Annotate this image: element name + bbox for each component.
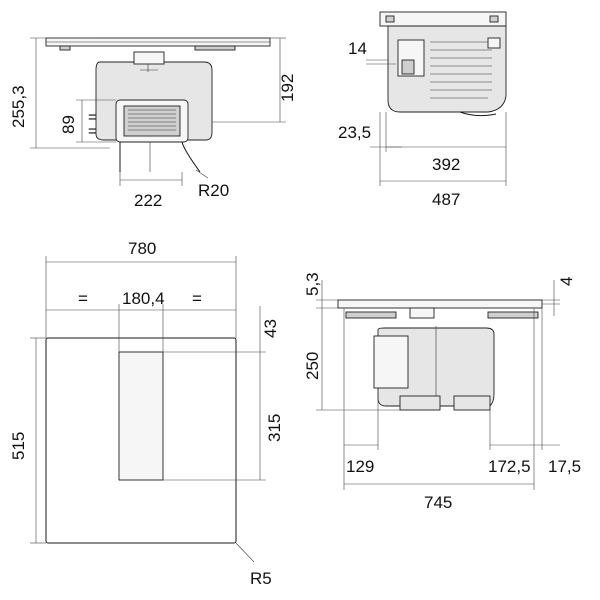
- section-left-offset: 129: [346, 457, 374, 476]
- section-glass-thickness: 5,3: [303, 272, 322, 296]
- side-section-view: 5,3 4 250 129 172,5 17,5 745: [303, 272, 581, 512]
- side-outlet-width: 222: [134, 191, 162, 210]
- extraction-slot: [118, 351, 164, 481]
- front-offset-small: 14: [348, 39, 367, 58]
- hob-outline: [45, 337, 237, 544]
- front-offset-left: 23,5: [338, 123, 371, 142]
- top-depth: 515: [9, 432, 28, 460]
- section-overall-width: 745: [424, 493, 452, 512]
- side-view: = = 255,3 192 89 222 R20: [9, 37, 297, 210]
- side-outlet-height: 89: [59, 115, 78, 134]
- top-slot-width: 180,4: [122, 289, 165, 308]
- top-equal-right: =: [192, 289, 202, 308]
- section-edge-offset: 17,5: [548, 457, 581, 476]
- side-body-height: 192: [278, 74, 297, 102]
- front-inner-width: 392: [432, 155, 460, 174]
- section-body-height: 250: [303, 352, 322, 380]
- svg-text:=: =: [88, 123, 97, 140]
- top-overall-width: 780: [128, 239, 156, 258]
- front-overall-width: 487: [432, 190, 460, 209]
- section-glass-plate: [337, 299, 543, 309]
- section-right-offset: 172,5: [488, 457, 531, 476]
- section-edge-thickness: 4: [557, 277, 576, 286]
- top-slot-length: 315: [265, 414, 284, 442]
- top-view: 780 = 180,4 = 43 515 315 R5: [9, 239, 284, 588]
- svg-text:=: =: [88, 109, 97, 126]
- side-overall-height: 255,3: [9, 85, 28, 128]
- front-section-view: 14 23,5 392 487: [338, 11, 507, 209]
- top-corner-radius: R5: [250, 569, 272, 588]
- front-glass-plate: [379, 11, 507, 27]
- top-slot-offset: 43: [261, 319, 280, 338]
- side-radius: R20: [198, 181, 229, 200]
- top-equal-left: =: [78, 289, 88, 308]
